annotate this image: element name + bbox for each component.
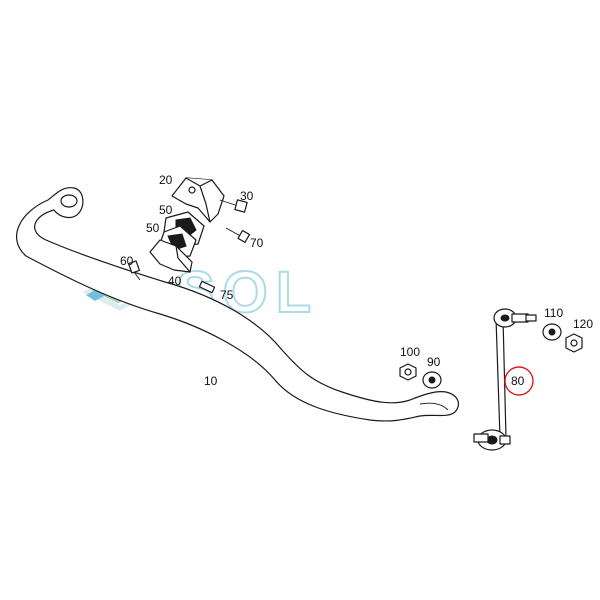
label-part-75: 75 [220, 288, 234, 302]
label-part-90: 90 [427, 355, 441, 369]
label-part-50b: 50 [146, 221, 160, 235]
label-part-20: 20 [159, 173, 173, 187]
stabilizer-link [473, 308, 537, 451]
bolt-60 [127, 260, 141, 281]
washer-110 [542, 323, 562, 341]
bolt-70 [225, 227, 251, 243]
label-part-100: 100 [400, 345, 420, 359]
washer-90 [422, 371, 442, 389]
label-part-110: 110 [544, 306, 563, 320]
stabilizer-bar [16, 187, 459, 422]
label-part-40: 40 [168, 274, 182, 288]
label-part-70: 70 [250, 236, 264, 250]
clamp-40 [149, 239, 193, 273]
label-part-30: 30 [240, 189, 254, 203]
highlight-ring [504, 366, 534, 396]
mounting-bracket [171, 177, 225, 223]
nut-100 [399, 363, 417, 381]
nut-120 [565, 333, 583, 353]
bolt-30 [219, 199, 248, 213]
label-part-120: 120 [573, 317, 593, 331]
pin-75 [198, 280, 216, 294]
label-part-60: 60 [120, 254, 134, 268]
label-part-50a: 50 [159, 203, 173, 217]
label-part-80: 80 [511, 374, 525, 388]
label-part-10: 10 [204, 374, 218, 388]
